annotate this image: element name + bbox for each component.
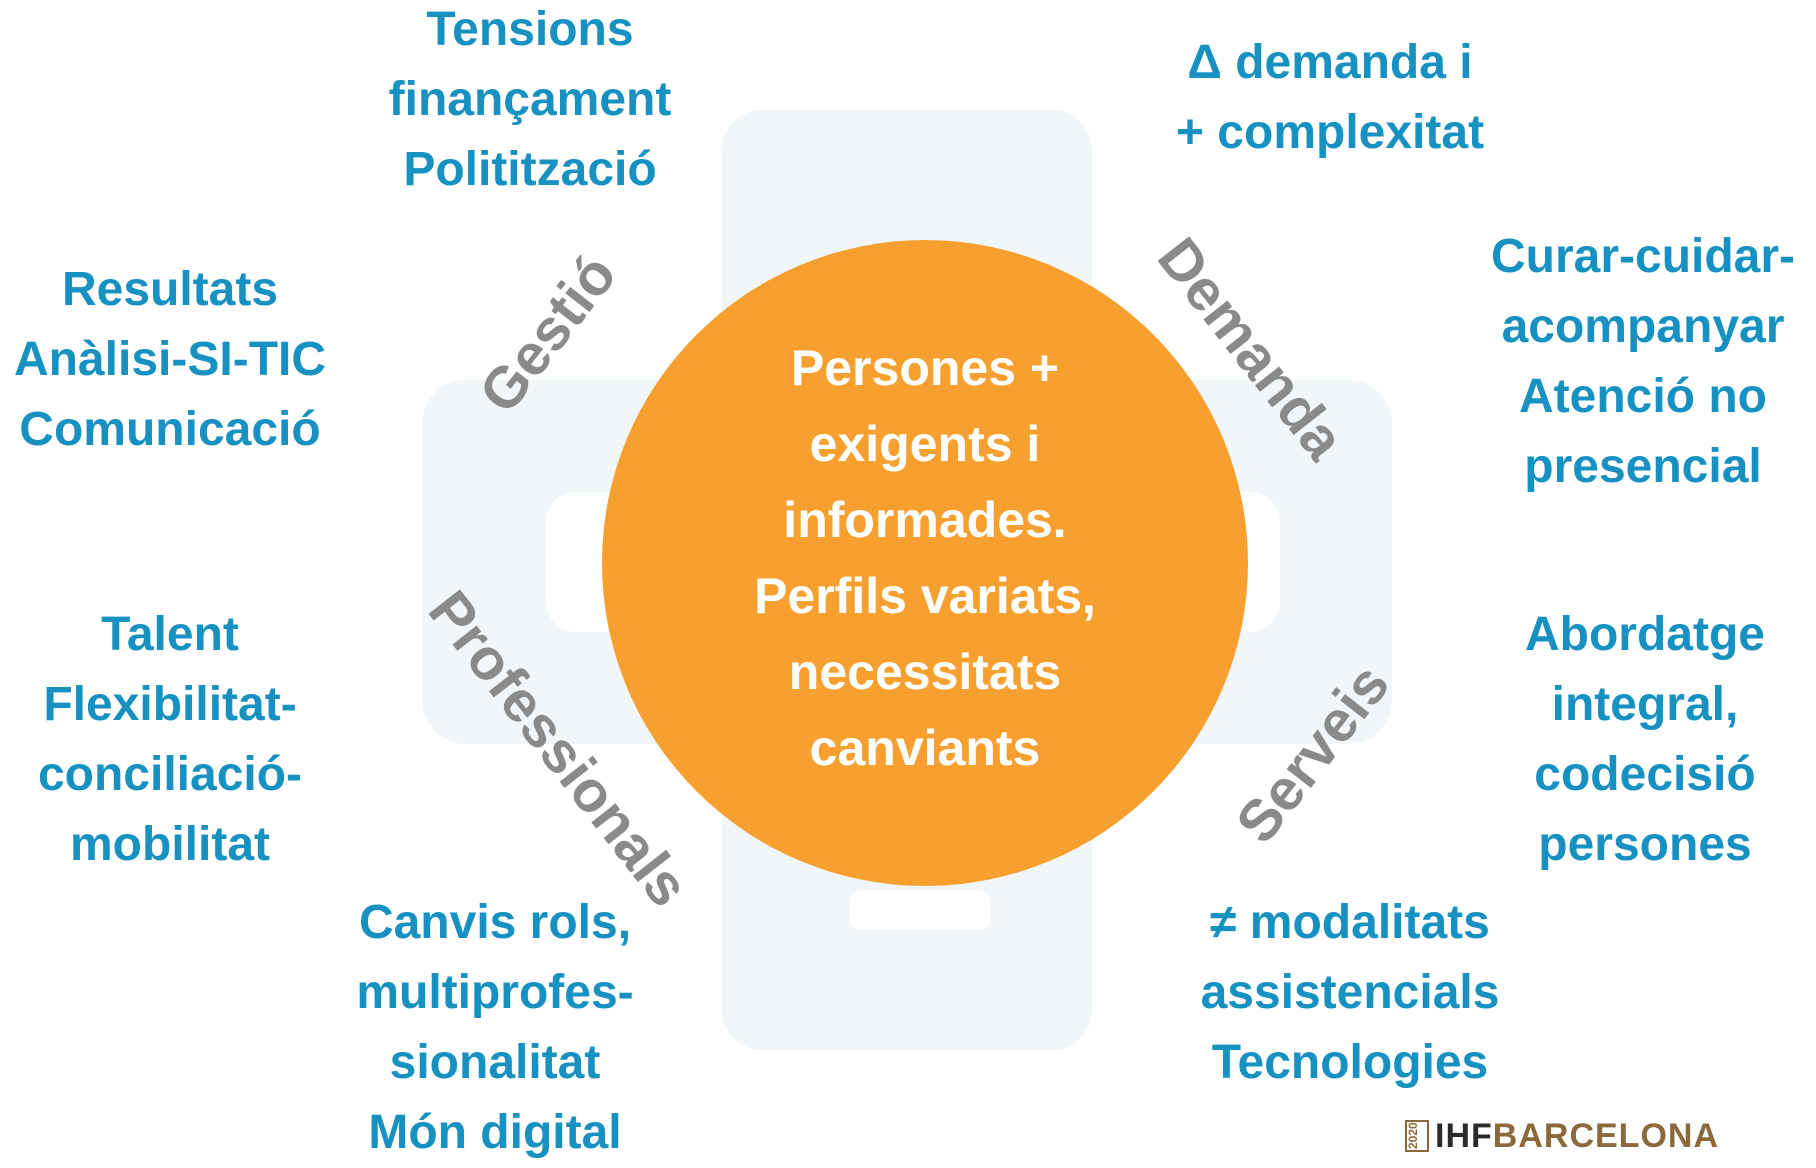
logo-city: BARCELONA (1492, 1116, 1719, 1155)
block-line: ≠ modalitats (1210, 896, 1490, 949)
center-line: canviants (809, 720, 1041, 776)
block-line: persones (1538, 818, 1752, 871)
block-line: Flexibilitat- (43, 678, 297, 731)
block-top-left: Tensions finançament Politització (360, 0, 700, 205)
block-bottom-left: Canvis rols, multiprofes- sionalitat Món… (330, 888, 660, 1168)
block-line: Anàlisi-SI-TIC (13, 333, 327, 386)
block-line: presencial (1524, 440, 1762, 493)
center-line: informades. (783, 492, 1067, 548)
center-line: Persones + (790, 340, 1060, 396)
block-bottom-right: ≠ modalitats assistencials Tecnologies (1170, 888, 1530, 1098)
block-line: integral, (1551, 678, 1739, 731)
center-text: Persones + exigents i informades. Perfil… (602, 330, 1248, 786)
logo-year: 2020 (1405, 1120, 1429, 1152)
block-line: Tecnologies (1211, 1036, 1489, 1089)
block-line: Atenció no (1519, 370, 1767, 423)
block-line: Tensions (426, 3, 634, 56)
block-line: finançament (388, 73, 672, 126)
block-line: conciliació- (37, 748, 303, 801)
block-low-right: Abordatge integral, codecisió persones (1480, 600, 1810, 880)
block-line: + complexitat (1175, 106, 1485, 159)
block-line: Comunicació (19, 403, 321, 456)
block-low-left: Talent Flexibilitat- conciliació- mobili… (0, 600, 340, 880)
block-line: acompanyar (1501, 300, 1785, 353)
block-mid-right: Curar-cuidar- acompanyar Atenció no pres… (1470, 222, 1816, 502)
block-line: Abordatge (1525, 608, 1765, 661)
center-circle (602, 240, 1248, 886)
center-line: Perfils variats, (754, 568, 1096, 624)
block-mid-left: Resultats Anàlisi-SI-TIC Comunicació (0, 255, 340, 465)
block-line: codecisió (1534, 748, 1756, 801)
center-line: exigents i (809, 416, 1041, 472)
block-line: multiprofes- (356, 966, 634, 1019)
block-line: sionalitat (389, 1036, 601, 1089)
logo-ihf: IHF (1435, 1116, 1493, 1155)
block-line: assistencials (1200, 966, 1500, 1019)
block-line: Món digital (368, 1106, 622, 1159)
ihf-barcelona-logo: 2020 IHF BARCELONA (1405, 1116, 1719, 1155)
block-top-right: Δ demanda i + complexitat (1150, 28, 1510, 168)
block-line: Δ demanda i (1187, 36, 1473, 89)
block-line: Politització (403, 143, 657, 196)
block-line: mobilitat (70, 818, 270, 871)
block-line: Resultats (61, 263, 279, 316)
center-line: necessitats (788, 644, 1062, 700)
block-line: Canvis rols, (358, 896, 632, 949)
block-line: Curar-cuidar- (1490, 230, 1796, 283)
block-line: Talent (101, 608, 239, 661)
